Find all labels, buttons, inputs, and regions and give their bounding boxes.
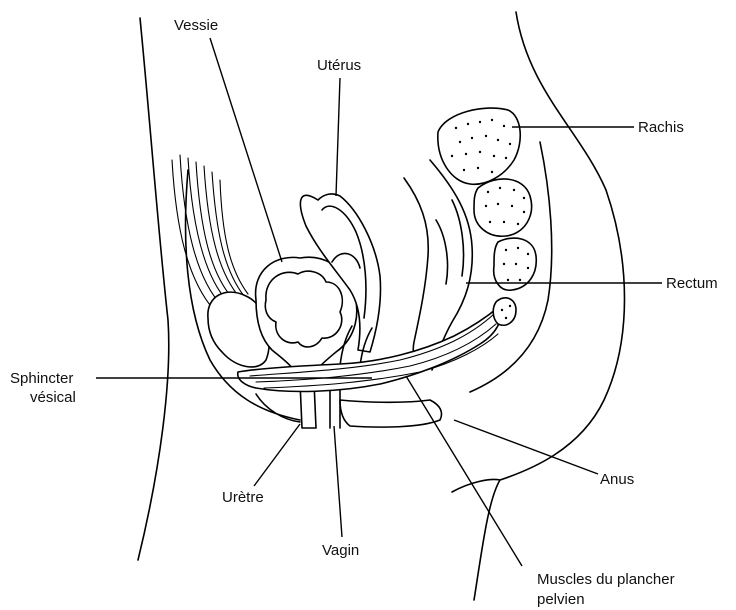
label-vessie: Vessie	[174, 17, 218, 34]
label-rectum: Rectum	[666, 275, 718, 292]
leader-muscles	[406, 376, 522, 566]
leader-uterus	[336, 78, 340, 196]
pubic-fibers	[172, 155, 248, 310]
perineum	[256, 394, 442, 427]
label-muscles-line1: Muscles du plancher	[537, 571, 675, 588]
spine-vertebrae	[438, 108, 536, 325]
leader-vessie	[210, 38, 282, 262]
label-muscles-line2: pelvien	[537, 591, 585, 608]
label-vagin: Vagin	[322, 542, 359, 559]
label-sphincter-line2: vésical	[30, 389, 76, 406]
label-uterus: Utérus	[317, 57, 361, 74]
label-sphincter-line1: Sphincter	[10, 370, 73, 387]
leader-vagin	[334, 426, 342, 537]
leader-anus	[454, 420, 598, 474]
label-anus: Anus	[600, 471, 634, 488]
label-uretre: Urètre	[222, 489, 264, 506]
leader-uretre	[254, 424, 300, 486]
label-rachis: Rachis	[638, 119, 684, 136]
